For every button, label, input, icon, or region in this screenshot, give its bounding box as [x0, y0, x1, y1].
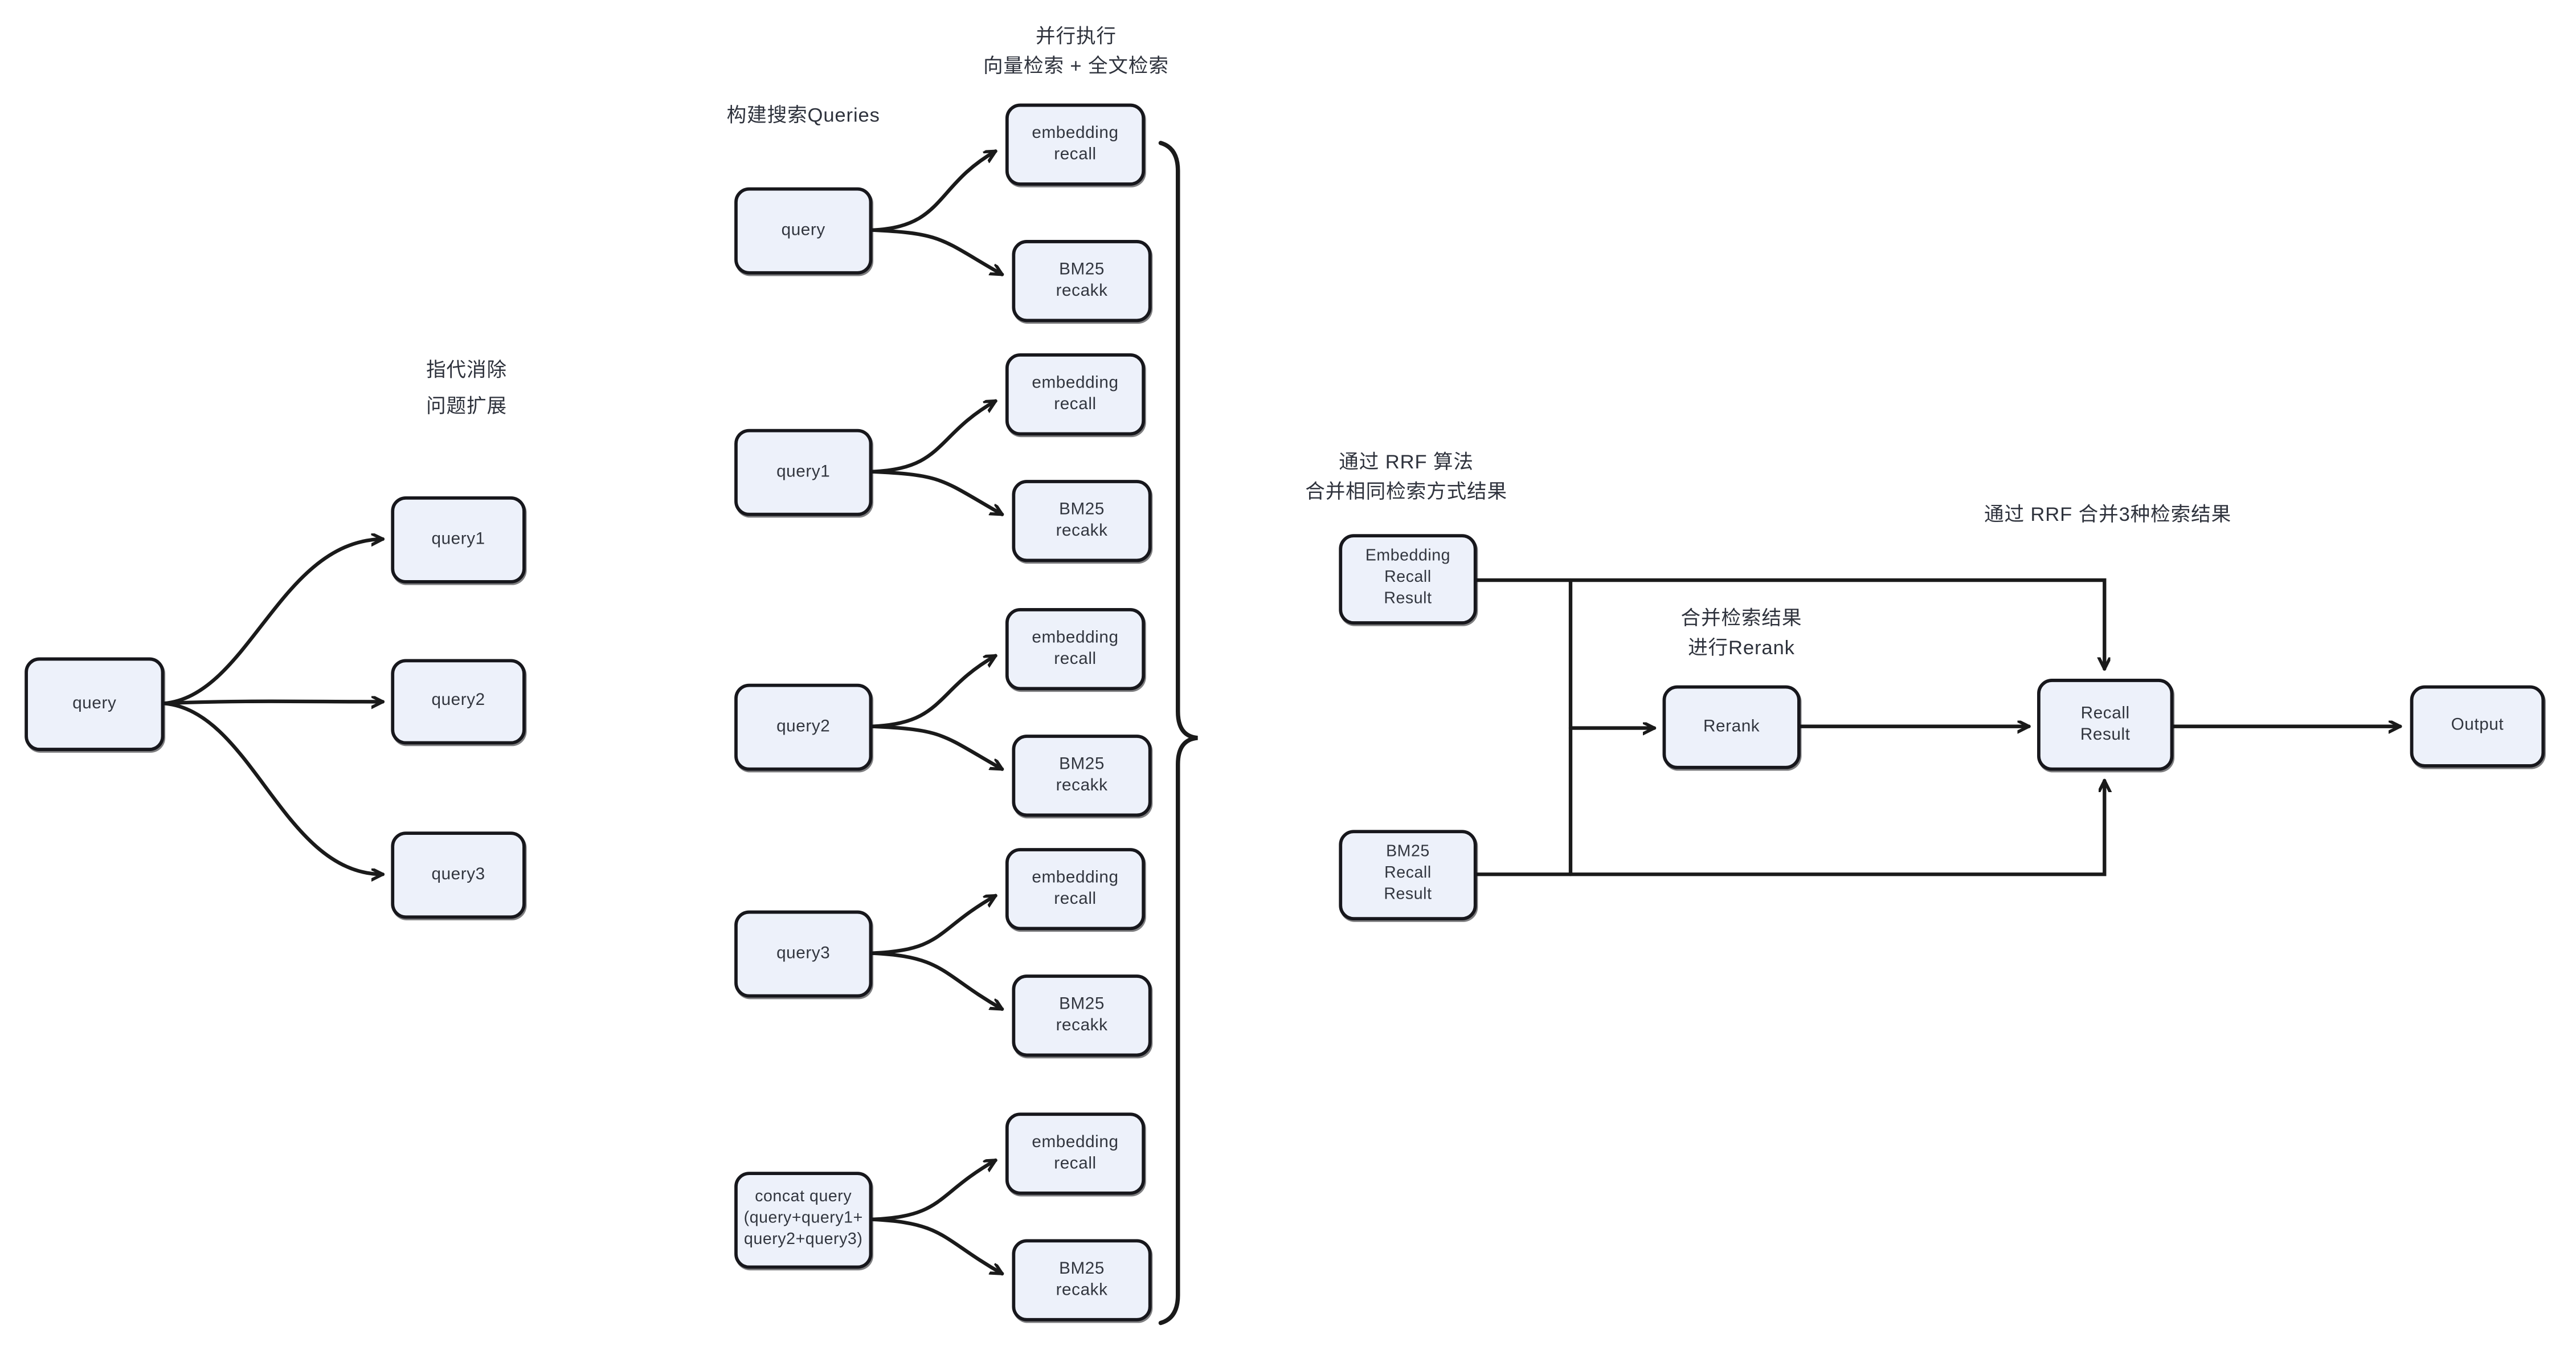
- line-embedding-result-to-recall-result: [1475, 578, 2105, 671]
- node-embedding-recall-4: embedding recall: [1005, 848, 1146, 931]
- node-bm25-recall-1: BM25 recakk: [1012, 240, 1152, 323]
- note-parallel-execution: 并行执行 向量检索 + 全文检索: [983, 25, 1169, 78]
- node-embedding-recall-2: embedding recall: [1005, 353, 1146, 436]
- arrow-concat-to-embedding5: [870, 1158, 997, 1222]
- arrow-query-to-query1: [162, 539, 385, 705]
- node-bm25-recall-5: BM25 recakk: [1012, 1239, 1152, 1322]
- node-bm25-recall-3: BM25 recakk: [1012, 735, 1152, 817]
- arrow-midquery2-to-embedding3: [870, 654, 997, 728]
- arrow-concat-to-bm25-5: [870, 1217, 1004, 1276]
- note-coreference-expansion: 指代消除 问题扩展: [426, 358, 507, 418]
- note-merge-rerank: 合并检索结果 进行Rerank: [1680, 606, 1802, 659]
- brace-parallel-results: [1158, 141, 1198, 1326]
- arrow-midquery1-to-embedding2: [870, 399, 997, 474]
- node-concat-query: concat query (query+query1+ query2+query…: [734, 1172, 873, 1269]
- node-query-mid: query: [734, 187, 873, 275]
- arrow-query-to-query2: [162, 702, 385, 704]
- note-build-queries: 构建搜索Queries: [726, 103, 880, 127]
- node-embedding-recall-5: embedding recall: [1005, 1112, 1146, 1195]
- node-bm25-recall-result: BM25 Recall Result: [1339, 830, 1477, 920]
- arrow-midquery1-to-bm25-2: [870, 470, 1004, 516]
- arrow-midquery-to-bm25-1: [870, 228, 1004, 276]
- line-bm25-result-to-recall-result: [1475, 778, 2105, 876]
- arrow-midquery3-to-bm25-4: [870, 951, 1004, 1011]
- node-query-left: query: [24, 657, 165, 751]
- arrow-midquery2-to-bm25-3: [870, 724, 1004, 771]
- node-query3-left: query3: [391, 831, 526, 919]
- node-query1-mid: query1: [734, 429, 873, 516]
- node-bm25-recall-4: BM25 recakk: [1012, 974, 1152, 1057]
- node-query2-left: query2: [391, 659, 526, 745]
- node-embedding-recall-1: embedding recall: [1005, 103, 1146, 186]
- node-embedding-recall-3: embedding recall: [1005, 608, 1146, 691]
- node-query2-mid: query2: [734, 683, 873, 771]
- note-rrf-merge-same: 通过 RRF 算法 合并相同检索方式结果: [1305, 450, 1508, 503]
- arrow-midquery-to-embedding1: [870, 149, 997, 232]
- node-query3-mid: query3: [734, 910, 873, 998]
- node-bm25-recall-2: BM25 recakk: [1012, 480, 1152, 562]
- node-query1-left: query1: [391, 496, 526, 584]
- node-embedding-recall-result: Embedding Recall Result: [1339, 534, 1477, 625]
- arrow-query-to-query3: [162, 702, 385, 874]
- arrow-midquery3-to-embedding4: [870, 894, 997, 955]
- node-recall-result: Recall Result: [2037, 679, 2174, 771]
- node-output: Output: [2410, 685, 2545, 768]
- node-rerank: Rerank: [1662, 685, 1801, 769]
- note-rrf-merge-three: 通过 RRF 合并3种检索结果: [1984, 503, 2232, 526]
